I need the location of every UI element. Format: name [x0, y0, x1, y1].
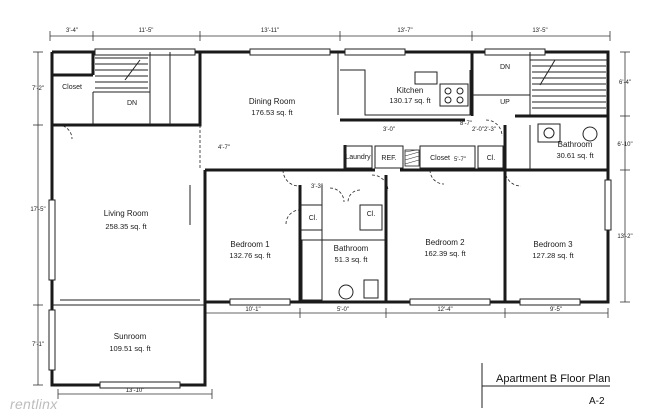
room-area: 130.17 sq. ft [389, 96, 431, 105]
room-name: Bedroom 1 [230, 240, 270, 249]
room-area: 127.28 sq. ft [532, 251, 574, 260]
svg-text:2'-3": 2'-3" [484, 127, 496, 133]
sheet-number: A-2 [589, 396, 605, 407]
laundry-label: Laundry [345, 154, 371, 161]
room-name: Bathroom [558, 140, 593, 149]
svg-text:7'-1": 7'-1" [32, 342, 44, 348]
dimension-text: 3'-4" 11'-5" 13'-11" 13'-7" 13'-5" 7'-2"… [30, 28, 632, 394]
dimension-lines [33, 31, 630, 399]
svg-text:13'-5": 13'-5" [532, 28, 547, 34]
closet-label: Closet [62, 84, 82, 91]
svg-text:6'-4": 6'-4" [619, 80, 631, 86]
ref-label: REF. [381, 155, 396, 162]
svg-text:11'-5": 11'-5" [139, 28, 154, 34]
svg-text:6'-10": 6'-10" [617, 142, 632, 148]
room-area: 258.35 sq. ft [105, 222, 147, 231]
door-swings [57, 119, 522, 225]
dn-label: DN [127, 100, 137, 107]
svg-text:3'-0": 3'-0" [383, 127, 395, 133]
svg-text:8'-7": 8'-7" [460, 121, 472, 127]
svg-text:2'-0": 2'-0" [472, 127, 484, 133]
svg-text:13'-10": 13'-10" [126, 388, 145, 394]
room-name: Kitchen [397, 86, 424, 95]
svg-text:12'-4": 12'-4" [437, 307, 452, 313]
svg-text:4'-7": 4'-7" [218, 145, 230, 151]
svg-text:13'-2": 13'-2" [617, 234, 632, 240]
windows [48, 48, 612, 389]
room-name: Bedroom 2 [425, 238, 465, 247]
svg-text:5'-7": 5'-7" [454, 157, 466, 163]
svg-text:13'-7": 13'-7" [397, 28, 412, 34]
room-area: 162.39 sq. ft [424, 249, 466, 258]
closet-label: Cl. [487, 155, 496, 162]
plan-title: Apartment B Floor Plan [496, 373, 611, 385]
room-area: 176.53 sq. ft [251, 108, 293, 117]
closet-label: Cl. [367, 211, 376, 218]
room-area: 30.61 sq. ft [556, 151, 594, 160]
room-area: 132.76 sq. ft [229, 251, 271, 260]
stairs-left [95, 57, 148, 89]
small-labels: Closet DN DN UP Laundry REF. Closet Cl. … [62, 64, 510, 222]
room-area: 51.3 sq. ft [335, 255, 369, 264]
svg-text:3'-4": 3'-4" [66, 28, 78, 34]
svg-text:7'-2": 7'-2" [32, 86, 44, 92]
watermark: rentlinx [10, 396, 58, 412]
svg-text:17'-5": 17'-5" [30, 207, 45, 213]
room-labels: Dining Room 176.53 sq. ft Kitchen 130.17… [104, 86, 595, 353]
interior-walls [52, 52, 608, 306]
room-name: Sunroom [114, 332, 147, 341]
room-name: Dining Room [249, 97, 296, 106]
dn-label: DN [500, 64, 510, 71]
room-name: Bathroom [334, 244, 369, 253]
stairs-right [532, 59, 606, 109]
kitchen-fixtures [414, 71, 469, 107]
title-block [481, 363, 610, 408]
svg-text:9'-5": 9'-5" [550, 307, 562, 313]
closet-label: Closet [430, 155, 450, 162]
svg-text:10'-1": 10'-1" [245, 307, 260, 313]
room-area: 109.51 sq. ft [109, 344, 151, 353]
svg-text:3'-3": 3'-3" [311, 184, 323, 190]
room-name: Living Room [104, 209, 149, 218]
svg-text:5'-0": 5'-0" [337, 307, 349, 313]
svg-text:13'-11": 13'-11" [261, 28, 279, 34]
up-label: UP [500, 99, 510, 106]
closet-label: Cl. [309, 215, 318, 222]
room-name: Bedroom 3 [533, 240, 573, 249]
